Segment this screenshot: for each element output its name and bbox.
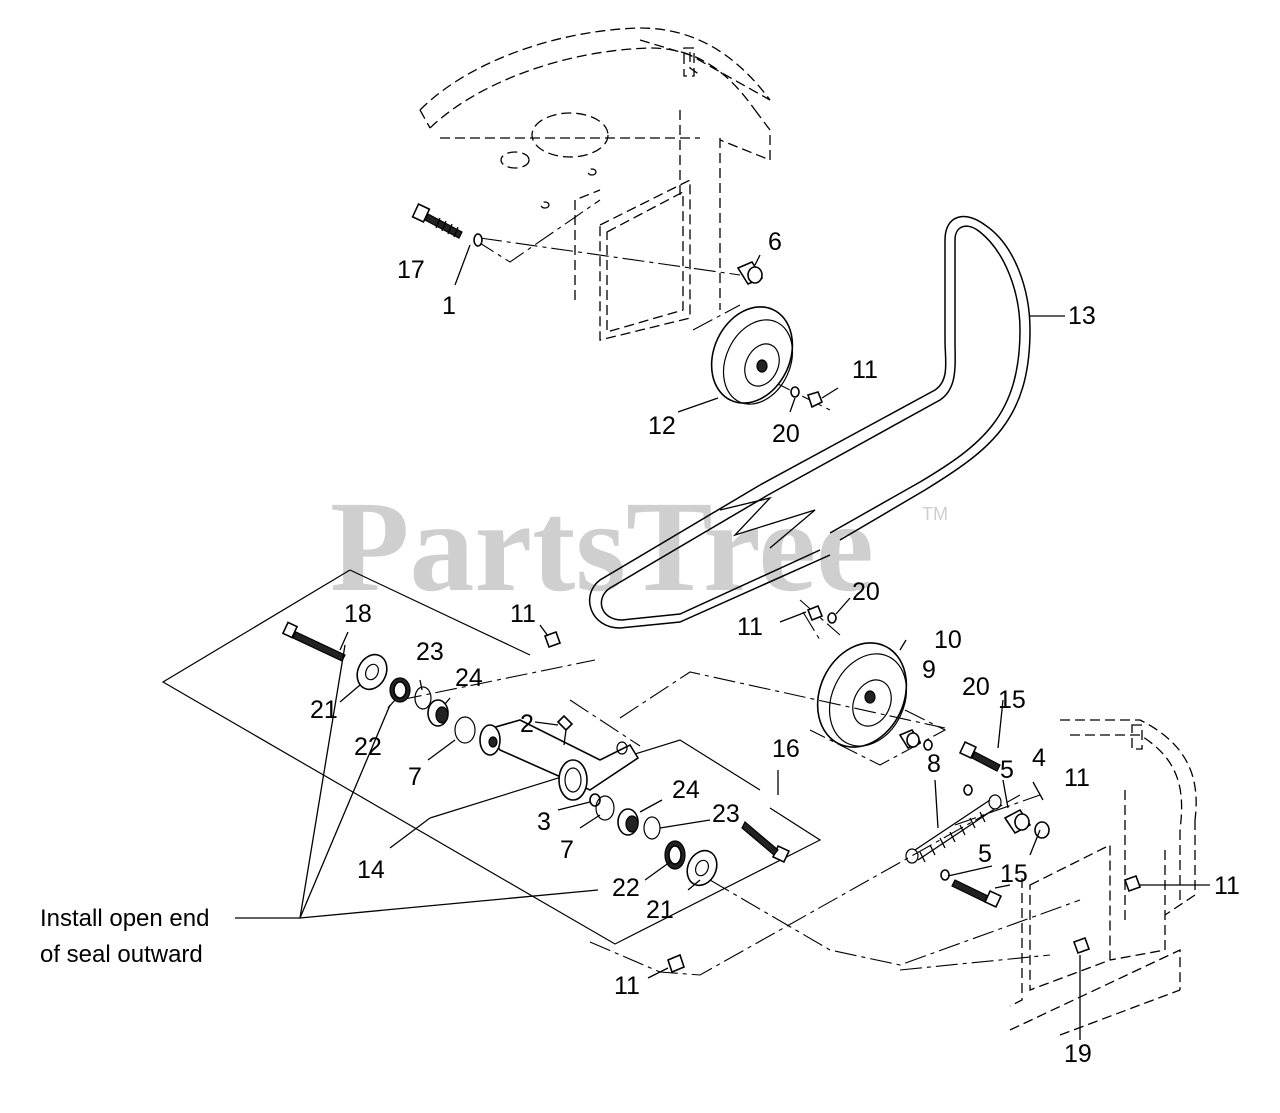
- label-23-left: 23: [416, 638, 444, 666]
- note-line-2: of seal outward: [40, 941, 203, 968]
- spacer-6: [736, 260, 764, 286]
- nut-19: [1072, 936, 1091, 955]
- label-20-top: 20: [772, 420, 800, 448]
- washer-20-mid: [827, 612, 837, 624]
- nut-11-frame: [1123, 874, 1142, 893]
- label-21-left: 21: [310, 696, 338, 724]
- label-22-left: 22: [354, 733, 382, 761]
- part-3: [589, 793, 601, 807]
- label-11-frame: 11: [1214, 872, 1240, 900]
- idler-arm-14: [479, 719, 640, 801]
- label-12: 12: [648, 412, 676, 440]
- label-11-bottom: 11: [614, 972, 640, 1000]
- label-15-lower: 15: [1000, 860, 1028, 888]
- watermark-text: PartsTree: [330, 475, 874, 619]
- install-note: Install open end of seal outward: [40, 905, 209, 968]
- label-13: 13: [1068, 302, 1096, 330]
- label-16: 16: [772, 735, 800, 763]
- label-7-right: 7: [560, 836, 574, 864]
- label-6: 6: [768, 228, 782, 256]
- label-5-upper: 5: [1000, 756, 1014, 784]
- label-20-mid: 20: [852, 578, 880, 606]
- nut-11: [806, 391, 824, 409]
- label-11-mid: 11: [737, 613, 763, 641]
- watermark-trademark: TM: [922, 504, 948, 524]
- label-8: 8: [927, 750, 941, 778]
- bolt-17: [411, 203, 463, 239]
- label-14: 14: [357, 856, 385, 884]
- label-1: 1: [442, 292, 456, 320]
- label-9: 9: [922, 656, 936, 684]
- spacer-9: [898, 729, 922, 750]
- label-24-right: 24: [672, 776, 700, 804]
- label-11-arm: 11: [510, 600, 536, 628]
- nut-11-arm: [543, 630, 562, 649]
- spring-assembly: [905, 784, 1142, 955]
- label-10: 10: [934, 626, 962, 654]
- bolt-15-lower: [951, 879, 1003, 909]
- nut-11-mid: [806, 604, 824, 622]
- label-7-left: 7: [408, 763, 422, 791]
- nut-11-bottom: [667, 953, 685, 974]
- upper-pulley-assembly: [411, 199, 831, 411]
- upper-frame: [419, 27, 771, 341]
- washer-5-lower: [940, 869, 950, 881]
- label-3: 3: [537, 808, 551, 836]
- label-17: 17: [397, 256, 425, 284]
- pulley-10: [816, 642, 908, 748]
- label-11-top: 11: [852, 356, 878, 384]
- part-labels: 17 1 6 13 11 12 20 20 11 10 9 20 15 18 1…: [310, 228, 1240, 1068]
- lower-pulley-assembly: [799, 599, 1001, 772]
- idler-arm-assembly: [161, 569, 1081, 976]
- label-23-right: 23: [712, 800, 740, 828]
- bolt-16: [741, 821, 791, 864]
- clip-23-left: [414, 686, 432, 710]
- label-15-upper: 15: [998, 686, 1026, 714]
- label-11-spring: 11: [1064, 764, 1090, 792]
- label-5-lower: 5: [978, 840, 992, 868]
- pulley-12: [710, 306, 794, 405]
- label-4: 4: [1032, 744, 1046, 772]
- note-line-1: Install open end: [40, 905, 209, 932]
- bearing-24-right: [617, 808, 639, 836]
- grease-fitting-2: [556, 714, 574, 746]
- drive-belt: [589, 215, 1031, 629]
- bolt-15-upper: [958, 740, 1001, 772]
- lower-right-frame: [1009, 719, 1197, 1036]
- label-19: 19: [1064, 1040, 1092, 1068]
- label-24-left: 24: [455, 664, 483, 692]
- label-22-right: 22: [612, 874, 640, 902]
- label-20-right: 20: [962, 673, 990, 701]
- clip-23-right: [643, 816, 661, 840]
- seal-21-left: [356, 653, 388, 691]
- ring-7-right: [595, 795, 615, 821]
- washer-1: [473, 233, 483, 247]
- label-2: 2: [520, 710, 534, 738]
- spacer-4: [1003, 808, 1032, 835]
- washer-20-b: [923, 739, 933, 751]
- label-18: 18: [344, 600, 372, 628]
- spring-8: [905, 794, 1002, 864]
- washer-20: [790, 386, 800, 398]
- bolt-18: [281, 621, 346, 662]
- washer-5-upper: [963, 784, 973, 796]
- ring-7-left: [454, 716, 476, 744]
- bearing-24-left: [427, 699, 449, 727]
- leader-lines: [235, 244, 1210, 1040]
- label-21-right: 21: [646, 896, 674, 924]
